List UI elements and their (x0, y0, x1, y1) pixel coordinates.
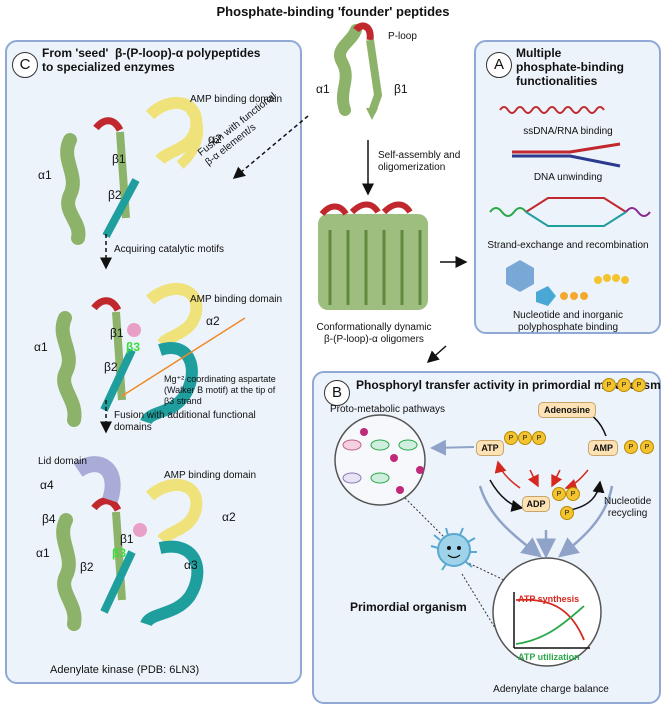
c-a3-3: α3 (184, 558, 198, 572)
metabolite-icons (342, 428, 424, 494)
amp-domain-label-3: AMP binding domain (164, 470, 257, 481)
panel-a-item-2: DNA unwinding (533, 172, 603, 183)
phosphate-icon: P (518, 431, 532, 445)
phosphate-icon: P (504, 431, 518, 445)
dna-unwinding-icon (512, 142, 621, 168)
c-b1-1: β1 (112, 152, 126, 166)
protein-structure-1-icon (60, 96, 204, 245)
panel-c (5, 40, 302, 684)
phosphate-icon: P (566, 487, 580, 501)
beta1-label: β1 (394, 82, 408, 96)
charge-balance-circle (492, 557, 602, 667)
c-b2-1: β2 (108, 188, 122, 202)
proto-metabolic-circle (334, 414, 426, 506)
panel-a-item-3: Strand-exchange and recombination (487, 240, 649, 251)
c-a2-2: α2 (206, 314, 220, 328)
c-a4-3: α4 (40, 478, 54, 492)
caption-label: Adenylate kinase (PDB: 6LN3) (50, 664, 200, 676)
step2-label: Fusion with additional functional domain… (114, 410, 256, 433)
panel-a-item-1: ssDNA/RNA binding (523, 126, 613, 137)
panel-b-title: Phosphoryl transfer activity in primordi… (356, 378, 661, 392)
lid-label: Lid domain (38, 456, 87, 467)
organism-icon (430, 527, 477, 571)
panel-c-badge: C (12, 52, 38, 78)
assembly-label: Self-assembly and oligomerization (378, 150, 461, 173)
amp-domain-label-2: AMP binding domain (190, 294, 283, 305)
phosphate-icon: P (617, 378, 631, 392)
organism-label: Primordial organism (350, 600, 467, 614)
c-b1-2: β1 (110, 326, 124, 340)
c-b2-2: β2 (104, 360, 118, 374)
amp-domain-label-1: AMP binding domain (190, 94, 283, 105)
oligomer-icon (318, 201, 428, 310)
adp-pill: ADP (522, 496, 550, 512)
atp-pill: ATP (476, 440, 504, 456)
recycling-label: Nucleotide recycling (604, 496, 652, 519)
c-b1-3: β1 (120, 532, 134, 546)
panel-a-badge: A (486, 52, 512, 78)
c-a1-2: α1 (34, 340, 48, 354)
c-a2-1: α2 (208, 132, 222, 146)
phosphate-icon: P (552, 487, 566, 501)
proto-metabolic-label: Proto-metabolic pathways (330, 404, 446, 415)
panel-c-title: From 'seed' β-(P-loop)-α polypeptides to… (42, 46, 261, 74)
strand-exchange-icon (489, 197, 651, 227)
panel-a-title: Multiple phosphate-binding functionaliti… (516, 46, 624, 88)
c-b3-2: β3 (126, 340, 140, 354)
c-b2-3: β2 (80, 560, 94, 574)
panel-b-badge: B (324, 380, 350, 406)
panel-b (312, 371, 661, 704)
walker-label: Mg⁺² coordinating aspartate (Walker B mo… (164, 374, 276, 406)
c-a2-3: α2 (222, 510, 236, 524)
balance-chart-icon (513, 592, 590, 649)
phosphate-icon: P (560, 506, 574, 520)
adenosine-pill: Adenosine (538, 402, 596, 418)
alpha1-label: α1 (316, 82, 330, 96)
utilization-label: ATP utilization (518, 652, 580, 662)
oligomer-label: Conformationally dynamic β-(P-loop)-α ol… (316, 322, 432, 345)
phosphate-icon: P (532, 431, 546, 445)
c-b4-3: β4 (42, 512, 56, 526)
c-a1-3: α1 (36, 546, 50, 560)
ploop-label: P-loop (388, 31, 417, 42)
nucleotide-icon (506, 260, 629, 306)
c-b3-3: β3 (112, 546, 126, 560)
ssdna-icon (499, 106, 605, 114)
c-a1-1: α1 (38, 168, 52, 182)
synthesis-label: ATP synthesis (518, 594, 580, 604)
phosphate-icon: P (632, 378, 646, 392)
phosphate-icon: P (602, 378, 616, 392)
panel-a (474, 40, 661, 334)
founder-peptide-icon (334, 22, 383, 120)
amp-pill: AMP (588, 440, 618, 456)
page-title: Phosphate-binding 'founder' peptides (216, 4, 450, 19)
panel-a-item-4: Nucleotide and inorganic polyphosphate b… (512, 310, 624, 333)
phosphate-icon: P (640, 440, 654, 454)
phosphate-icon: P (624, 440, 638, 454)
balance-label: Adenylate charge balance (493, 684, 609, 695)
step1-label: Acquiring catalytic motifs (114, 244, 225, 255)
protein-structure-3-icon (56, 456, 204, 631)
protein-structure-2-icon (55, 282, 246, 427)
